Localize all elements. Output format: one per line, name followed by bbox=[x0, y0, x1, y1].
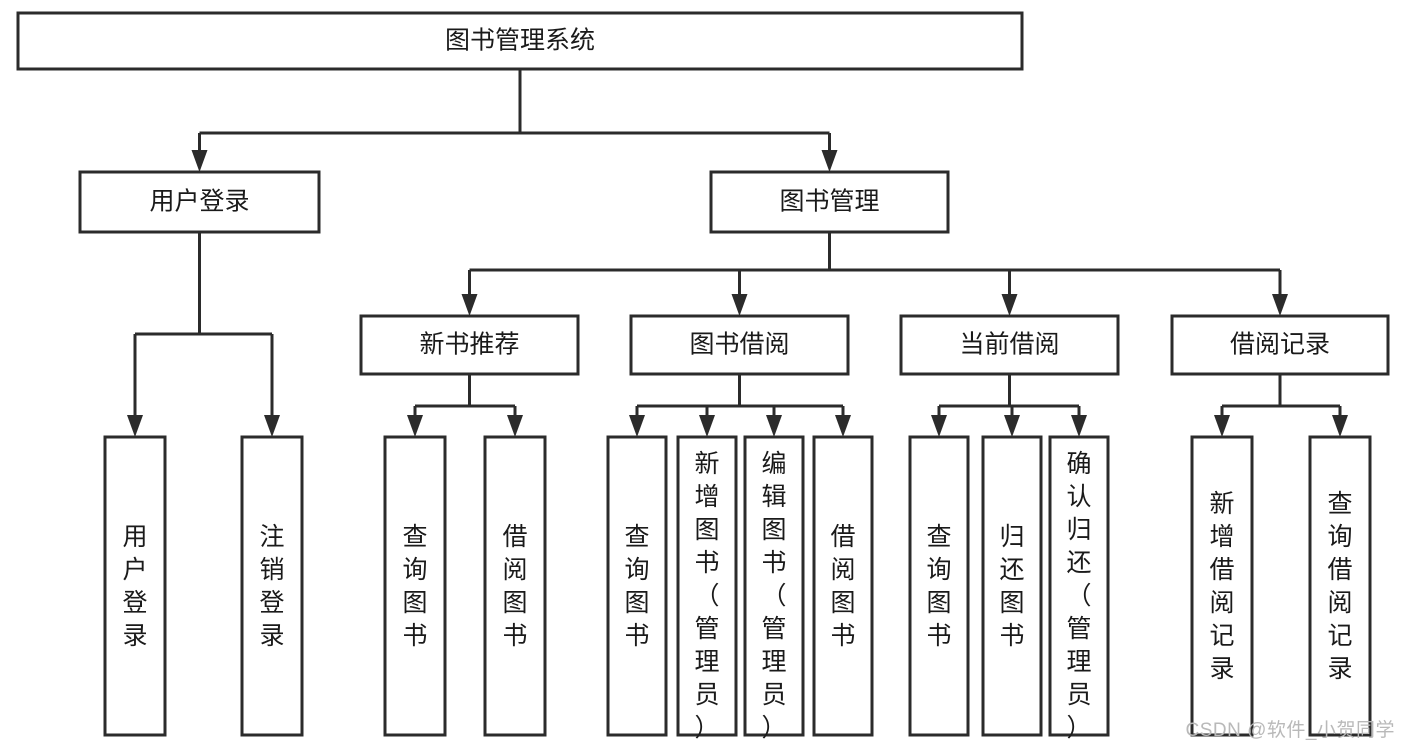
node-book-borrow-label: 图书借阅 bbox=[689, 331, 789, 359]
node-new-book-recommend[interactable]: 新书推荐 bbox=[359, 314, 580, 376]
node-leaf-query-book-2[interactable]: 查询图书 bbox=[606, 435, 668, 737]
node-leaf-edit-book-box[interactable] bbox=[743, 435, 805, 737]
node-leaf-add-book[interactable]: 新增图书（管理员） bbox=[676, 435, 738, 742]
arrow-to-leaf-query-book-2-head bbox=[629, 415, 645, 437]
node-leaf-query-book-1-label: 查询图书 bbox=[402, 523, 427, 650]
node-leaf-edit-book-label: 编辑图书（管理员） bbox=[761, 450, 786, 742]
node-root-system-box[interactable] bbox=[16, 11, 1024, 71]
node-leaf-add-book-label: 新增图书（管理员） bbox=[694, 450, 719, 742]
arrow-to-leaf-edit-book-head bbox=[766, 415, 782, 437]
node-root-system[interactable]: 图书管理系统 bbox=[16, 11, 1024, 71]
node-leaf-add-record-label: 新增借阅记录 bbox=[1209, 490, 1234, 683]
node-book-borrow-box[interactable] bbox=[629, 314, 850, 376]
node-current-borrow-box[interactable] bbox=[899, 314, 1120, 376]
node-leaf-borrow-book-1-label: 借阅图书 bbox=[502, 523, 527, 650]
arrow-to-leaf-query-book-3-head bbox=[931, 415, 947, 437]
node-leaf-query-book-1[interactable]: 查询图书 bbox=[383, 435, 447, 737]
node-leaf-return-book-box[interactable] bbox=[981, 435, 1043, 737]
arrow-to-current-borrow-head bbox=[1001, 294, 1018, 316]
arrow-to-leaf-add-book-head bbox=[699, 415, 715, 437]
node-leaf-user-login-label: 用户登录 bbox=[122, 523, 147, 650]
node-book-manage[interactable]: 图书管理 bbox=[709, 170, 950, 234]
node-leaf-confirm-return-label: 确认归还（管理员） bbox=[1066, 450, 1091, 742]
node-leaf-user-login[interactable]: 用户登录 bbox=[103, 435, 167, 737]
node-borrow-record[interactable]: 借阅记录 bbox=[1170, 314, 1390, 376]
arrow-to-leaf-confirm-return-head bbox=[1071, 415, 1087, 437]
node-leaf-query-book-3[interactable]: 查询图书 bbox=[908, 435, 970, 737]
arrow-to-leaf-add-record-head bbox=[1214, 415, 1230, 437]
node-leaf-borrow-book-2-label: 借阅图书 bbox=[830, 523, 855, 650]
node-leaf-user-login-box[interactable] bbox=[103, 435, 167, 737]
node-current-borrow[interactable]: 当前借阅 bbox=[899, 314, 1120, 376]
node-borrow-record-box[interactable] bbox=[1170, 314, 1390, 376]
arrow-to-leaf-query-book-1-head bbox=[407, 415, 423, 437]
node-leaf-logout-label: 注销登录 bbox=[259, 523, 284, 650]
node-leaf-confirm-return-box[interactable] bbox=[1048, 435, 1110, 737]
arrow-to-leaf-query-record-head bbox=[1332, 415, 1348, 437]
node-leaf-borrow-book-2-box[interactable] bbox=[812, 435, 874, 737]
node-leaf-query-record[interactable]: 查询借阅记录 bbox=[1308, 435, 1372, 737]
node-book-manage-box[interactable] bbox=[709, 170, 950, 234]
node-leaf-confirm-return[interactable]: 确认归还（管理员） bbox=[1048, 435, 1110, 742]
arrow-to-borrow-record-head bbox=[1272, 294, 1288, 316]
node-leaf-add-book-box[interactable] bbox=[676, 435, 738, 737]
node-current-borrow-label: 当前借阅 bbox=[959, 331, 1059, 359]
node-borrow-record-label: 借阅记录 bbox=[1230, 331, 1330, 359]
connector-layer bbox=[127, 69, 1348, 437]
node-leaf-return-book-label: 归还图书 bbox=[999, 523, 1024, 650]
arrow-to-new-book-recommend-head bbox=[461, 294, 478, 316]
node-user-login[interactable]: 用户登录 bbox=[78, 170, 321, 234]
node-leaf-add-record[interactable]: 新增借阅记录 bbox=[1190, 435, 1254, 737]
watermark-text: CSDN @软件_小贺同学 bbox=[1185, 720, 1395, 741]
node-book-manage-label: 图书管理 bbox=[779, 188, 879, 216]
node-leaf-query-book-3-label: 查询图书 bbox=[926, 523, 951, 650]
node-user-login-box[interactable] bbox=[78, 170, 321, 234]
node-leaf-borrow-book-1-box[interactable] bbox=[483, 435, 547, 737]
node-leaf-add-record-box[interactable] bbox=[1190, 435, 1254, 737]
arrow-to-book-borrow-head bbox=[731, 294, 748, 316]
node-leaf-logout-box[interactable] bbox=[240, 435, 304, 737]
arrow-to-leaf-return-book-head bbox=[1004, 415, 1020, 437]
node-leaf-query-record-label: 查询借阅记录 bbox=[1327, 490, 1352, 683]
node-new-book-recommend-label: 新书推荐 bbox=[419, 331, 519, 359]
arrow-to-leaf-user-login-head bbox=[127, 415, 143, 437]
node-new-book-recommend-box[interactable] bbox=[359, 314, 580, 376]
node-layer: 图书管理系统用户登录图书管理新书推荐图书借阅当前借阅借阅记录用户登录注销登录查询… bbox=[16, 11, 1390, 742]
node-leaf-borrow-book-2[interactable]: 借阅图书 bbox=[812, 435, 874, 737]
node-book-borrow[interactable]: 图书借阅 bbox=[629, 314, 850, 376]
node-leaf-query-book-2-label: 查询图书 bbox=[624, 523, 649, 650]
node-leaf-return-book[interactable]: 归还图书 bbox=[981, 435, 1043, 737]
node-leaf-logout[interactable]: 注销登录 bbox=[240, 435, 304, 737]
arrow-to-leaf-borrow-book-1-head bbox=[507, 415, 523, 437]
node-leaf-query-book-3-box[interactable] bbox=[908, 435, 970, 737]
node-leaf-edit-book[interactable]: 编辑图书（管理员） bbox=[743, 435, 805, 742]
arrow-to-book-manage-head bbox=[821, 150, 838, 172]
arrow-to-user-login-head bbox=[191, 150, 208, 172]
arrow-to-leaf-logout-head bbox=[264, 415, 280, 437]
node-root-system-label: 图书管理系统 bbox=[445, 27, 595, 55]
node-user-login-label: 用户登录 bbox=[149, 188, 249, 216]
node-leaf-query-record-box[interactable] bbox=[1308, 435, 1372, 737]
node-leaf-borrow-book-1[interactable]: 借阅图书 bbox=[483, 435, 547, 737]
node-leaf-query-book-2-box[interactable] bbox=[606, 435, 668, 737]
node-leaf-query-book-1-box[interactable] bbox=[383, 435, 447, 737]
arrow-to-leaf-borrow-book-2-head bbox=[835, 415, 851, 437]
